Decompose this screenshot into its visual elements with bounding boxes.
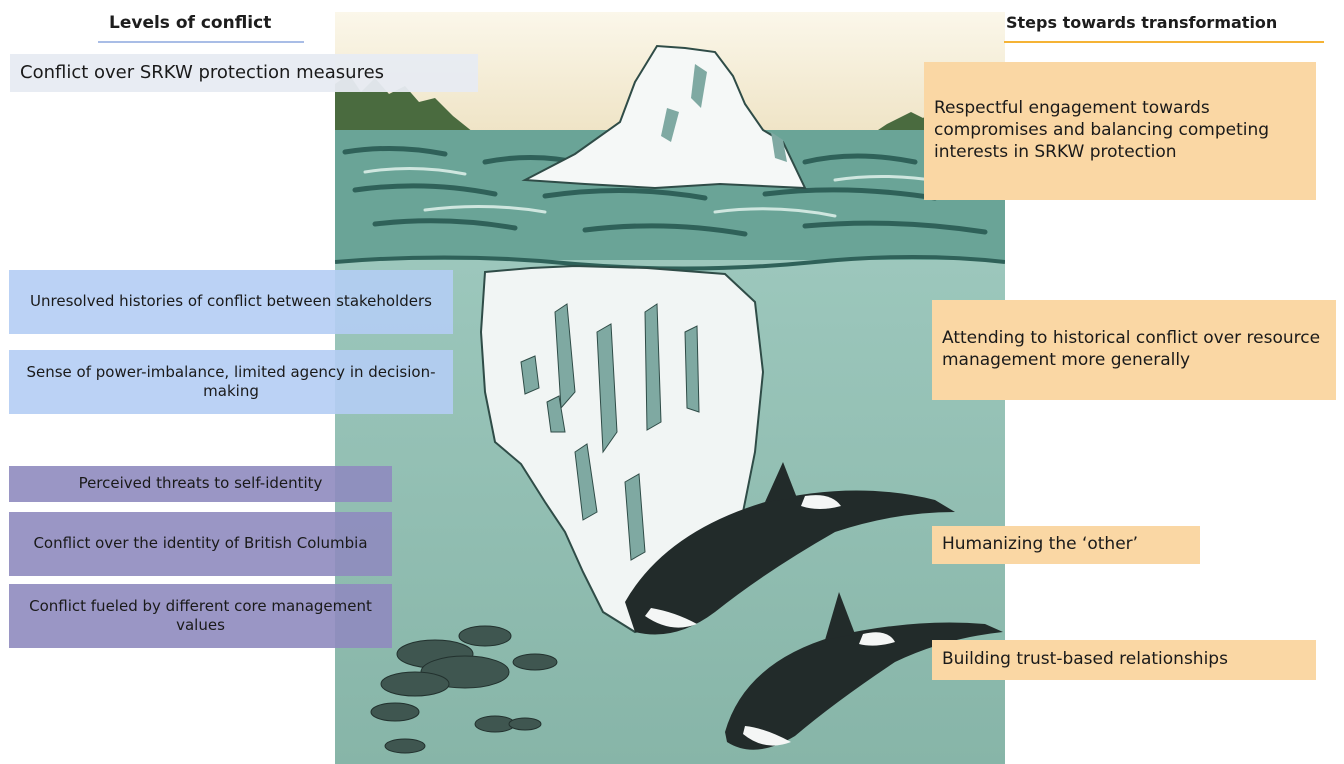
- levels-of-conflict-header: Levels of conflict: [109, 13, 271, 33]
- conflict-level-power-imbalance: Sense of power-imbalance, limited agency…: [9, 350, 453, 414]
- step-building-trust: Building trust-based relationships: [932, 640, 1316, 680]
- conflict-level-bc-identity: Conflict over the identity of British Co…: [9, 512, 392, 576]
- step-attending-historical-conflict: Attending to historical conflict over re…: [932, 300, 1336, 400]
- steps-header-underline: [1004, 41, 1324, 43]
- step-respectful-engagement: Respectful engagement towards compromise…: [924, 62, 1316, 200]
- conflict-level-core-values: Conflict fueled by different core manage…: [9, 584, 392, 648]
- steps-towards-transformation-header: Steps towards transformation: [1006, 13, 1277, 32]
- conflict-level-history: Unresolved histories of conflict between…: [9, 270, 453, 334]
- step-humanizing-other: Humanizing the ‘other’: [932, 526, 1200, 564]
- levels-header-underline: [98, 41, 304, 43]
- conflict-level-self-identity: Perceived threats to self-identity: [9, 466, 392, 502]
- conflict-level-surface: Conflict over SRKW protection measures: [10, 54, 478, 92]
